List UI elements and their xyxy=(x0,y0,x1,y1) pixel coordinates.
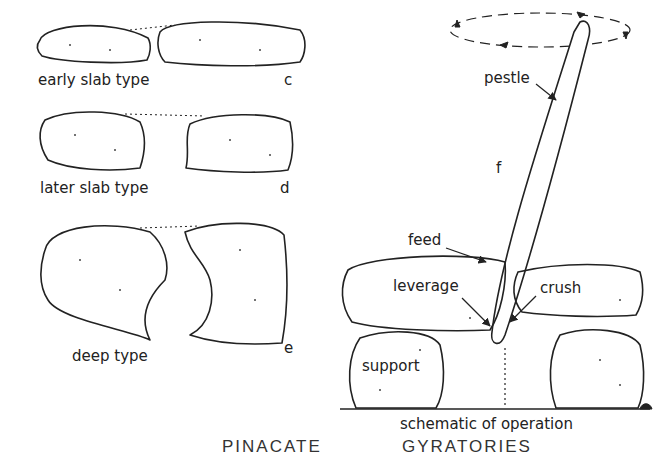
type-label: later slab type xyxy=(40,180,148,197)
type-label: early slab type xyxy=(38,72,149,89)
upper-stone: leverage xyxy=(338,250,510,336)
type-label: deep type xyxy=(72,348,148,365)
slab-stone xyxy=(40,112,144,170)
stone-outline-path xyxy=(342,256,505,331)
leader-line xyxy=(462,298,490,326)
slab-stone xyxy=(158,22,305,66)
dashed-line xyxy=(125,114,205,116)
figure-letter: d xyxy=(280,180,290,197)
rotation-path xyxy=(450,13,630,47)
title-word: GYRATORIES xyxy=(402,438,532,457)
leader-line xyxy=(510,296,536,322)
stone-outline-path xyxy=(350,332,444,408)
part-label: leverage xyxy=(393,278,459,295)
slab-stone xyxy=(37,26,150,63)
pebble xyxy=(640,404,652,409)
upper-stone: crush xyxy=(510,260,645,320)
figure-letter: c xyxy=(284,72,292,89)
leader-line xyxy=(446,248,486,262)
figure-caption: schematic of operation xyxy=(400,416,573,433)
dashed-line xyxy=(130,25,175,30)
support-rock: support xyxy=(344,326,444,412)
deep-stone xyxy=(41,226,167,340)
slab-stone xyxy=(186,115,293,172)
dashed-line xyxy=(140,226,200,228)
dotted-axis xyxy=(504,348,505,405)
part-label: crush xyxy=(540,280,581,297)
figure-letter: f xyxy=(496,160,501,177)
part-label: support xyxy=(362,358,420,375)
figure-letter: e xyxy=(284,340,293,357)
leader-line xyxy=(536,84,556,100)
deep-stone xyxy=(185,223,287,344)
title-word: PINACATE xyxy=(222,438,322,457)
part-label: pestle xyxy=(484,70,530,87)
part-label: feed xyxy=(408,232,441,249)
support-rock xyxy=(550,330,643,408)
stone-texture xyxy=(69,39,621,391)
rotation-arrowhead xyxy=(455,12,628,48)
stone-outline-path xyxy=(514,265,643,317)
